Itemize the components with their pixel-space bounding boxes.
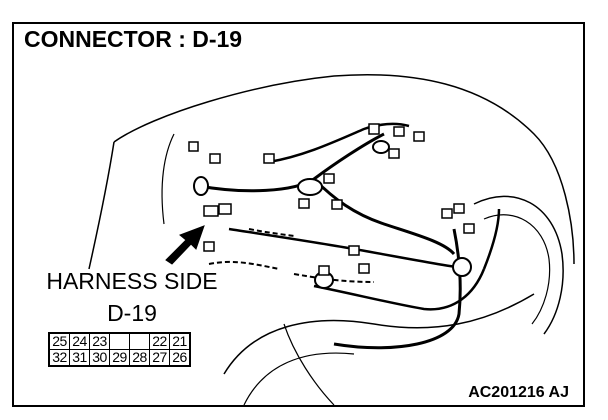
a-pillar-outline <box>88 141 115 270</box>
diagram-frame: CONNECTOR : D-19 HARNESS SIDE D-19 25 24… <box>12 22 585 407</box>
grommet-center <box>297 178 323 196</box>
side-panel-outline <box>161 133 175 225</box>
floor-outline <box>223 293 535 375</box>
dashboard-outline <box>113 73 575 265</box>
connector-16 <box>358 263 370 274</box>
pin-cell: 30 <box>89 349 110 367</box>
pin-row-bottom: 32 31 30 29 28 27 26 <box>48 349 191 367</box>
rear-harness <box>482 208 501 270</box>
pin-row-top: 25 24 23 22 21 <box>48 332 191 350</box>
floor-lower <box>243 352 355 405</box>
pin-cell: 29 <box>109 349 130 367</box>
wheel-arch-inner <box>483 214 551 325</box>
grommet-left <box>193 176 209 196</box>
pin-cell: 32 <box>48 349 70 367</box>
main-harness <box>198 132 385 193</box>
pin-cell-empty <box>109 332 130 350</box>
connector-14 <box>203 241 215 252</box>
pin-cell: 25 <box>48 332 70 350</box>
dashed-harness-2 <box>293 273 375 283</box>
pin-cell: 24 <box>69 332 90 350</box>
connector-1 <box>188 141 199 152</box>
grommet-upper <box>372 140 390 154</box>
connector-3 <box>263 153 275 164</box>
page-title: CONNECTOR : D-19 <box>24 26 243 52</box>
dashed-harness <box>208 260 280 270</box>
seat-outline <box>283 323 335 405</box>
connector-2 <box>209 153 221 164</box>
pin-cell: 22 <box>149 332 170 350</box>
figure-code: AC201216 AJ <box>468 384 569 401</box>
connector-d19 <box>203 205 219 217</box>
connector-10 <box>331 199 343 210</box>
dashed-harness-3 <box>248 228 295 237</box>
grommet-rear <box>452 257 472 277</box>
side-harness <box>333 228 462 350</box>
connector-d19-b <box>218 203 232 215</box>
connector-17 <box>318 265 330 276</box>
center-harness <box>312 177 456 256</box>
connector-15 <box>348 245 360 256</box>
connector-8 <box>323 173 335 184</box>
pin-cell: 31 <box>69 349 90 367</box>
pointer-arrow <box>165 225 205 265</box>
connector-6 <box>413 131 425 142</box>
pin-cell: 21 <box>169 332 191 350</box>
vehicle-harness-drawing <box>88 73 575 405</box>
pin-cell-empty <box>129 332 150 350</box>
connector-5 <box>393 126 405 137</box>
connector-9 <box>298 198 310 209</box>
pin-cell: 28 <box>129 349 150 367</box>
floor-harness <box>313 268 486 311</box>
upper-harness <box>268 122 410 164</box>
connector-13 <box>463 223 475 234</box>
connector-id-label: D-19 <box>107 300 157 326</box>
harness-side-label: HARNESS SIDE <box>46 268 218 294</box>
connector-4 <box>368 123 380 135</box>
connector-12 <box>453 203 465 214</box>
connector-pin-layout: 25 24 23 22 21 32 31 30 29 28 27 26 <box>48 332 191 367</box>
connector-7 <box>388 148 400 159</box>
pin-cell: 26 <box>169 349 191 367</box>
wheel-arch-outline <box>473 195 564 335</box>
pin-cell: 27 <box>149 349 170 367</box>
pin-cell: 23 <box>89 332 110 350</box>
connector-11 <box>441 208 453 219</box>
